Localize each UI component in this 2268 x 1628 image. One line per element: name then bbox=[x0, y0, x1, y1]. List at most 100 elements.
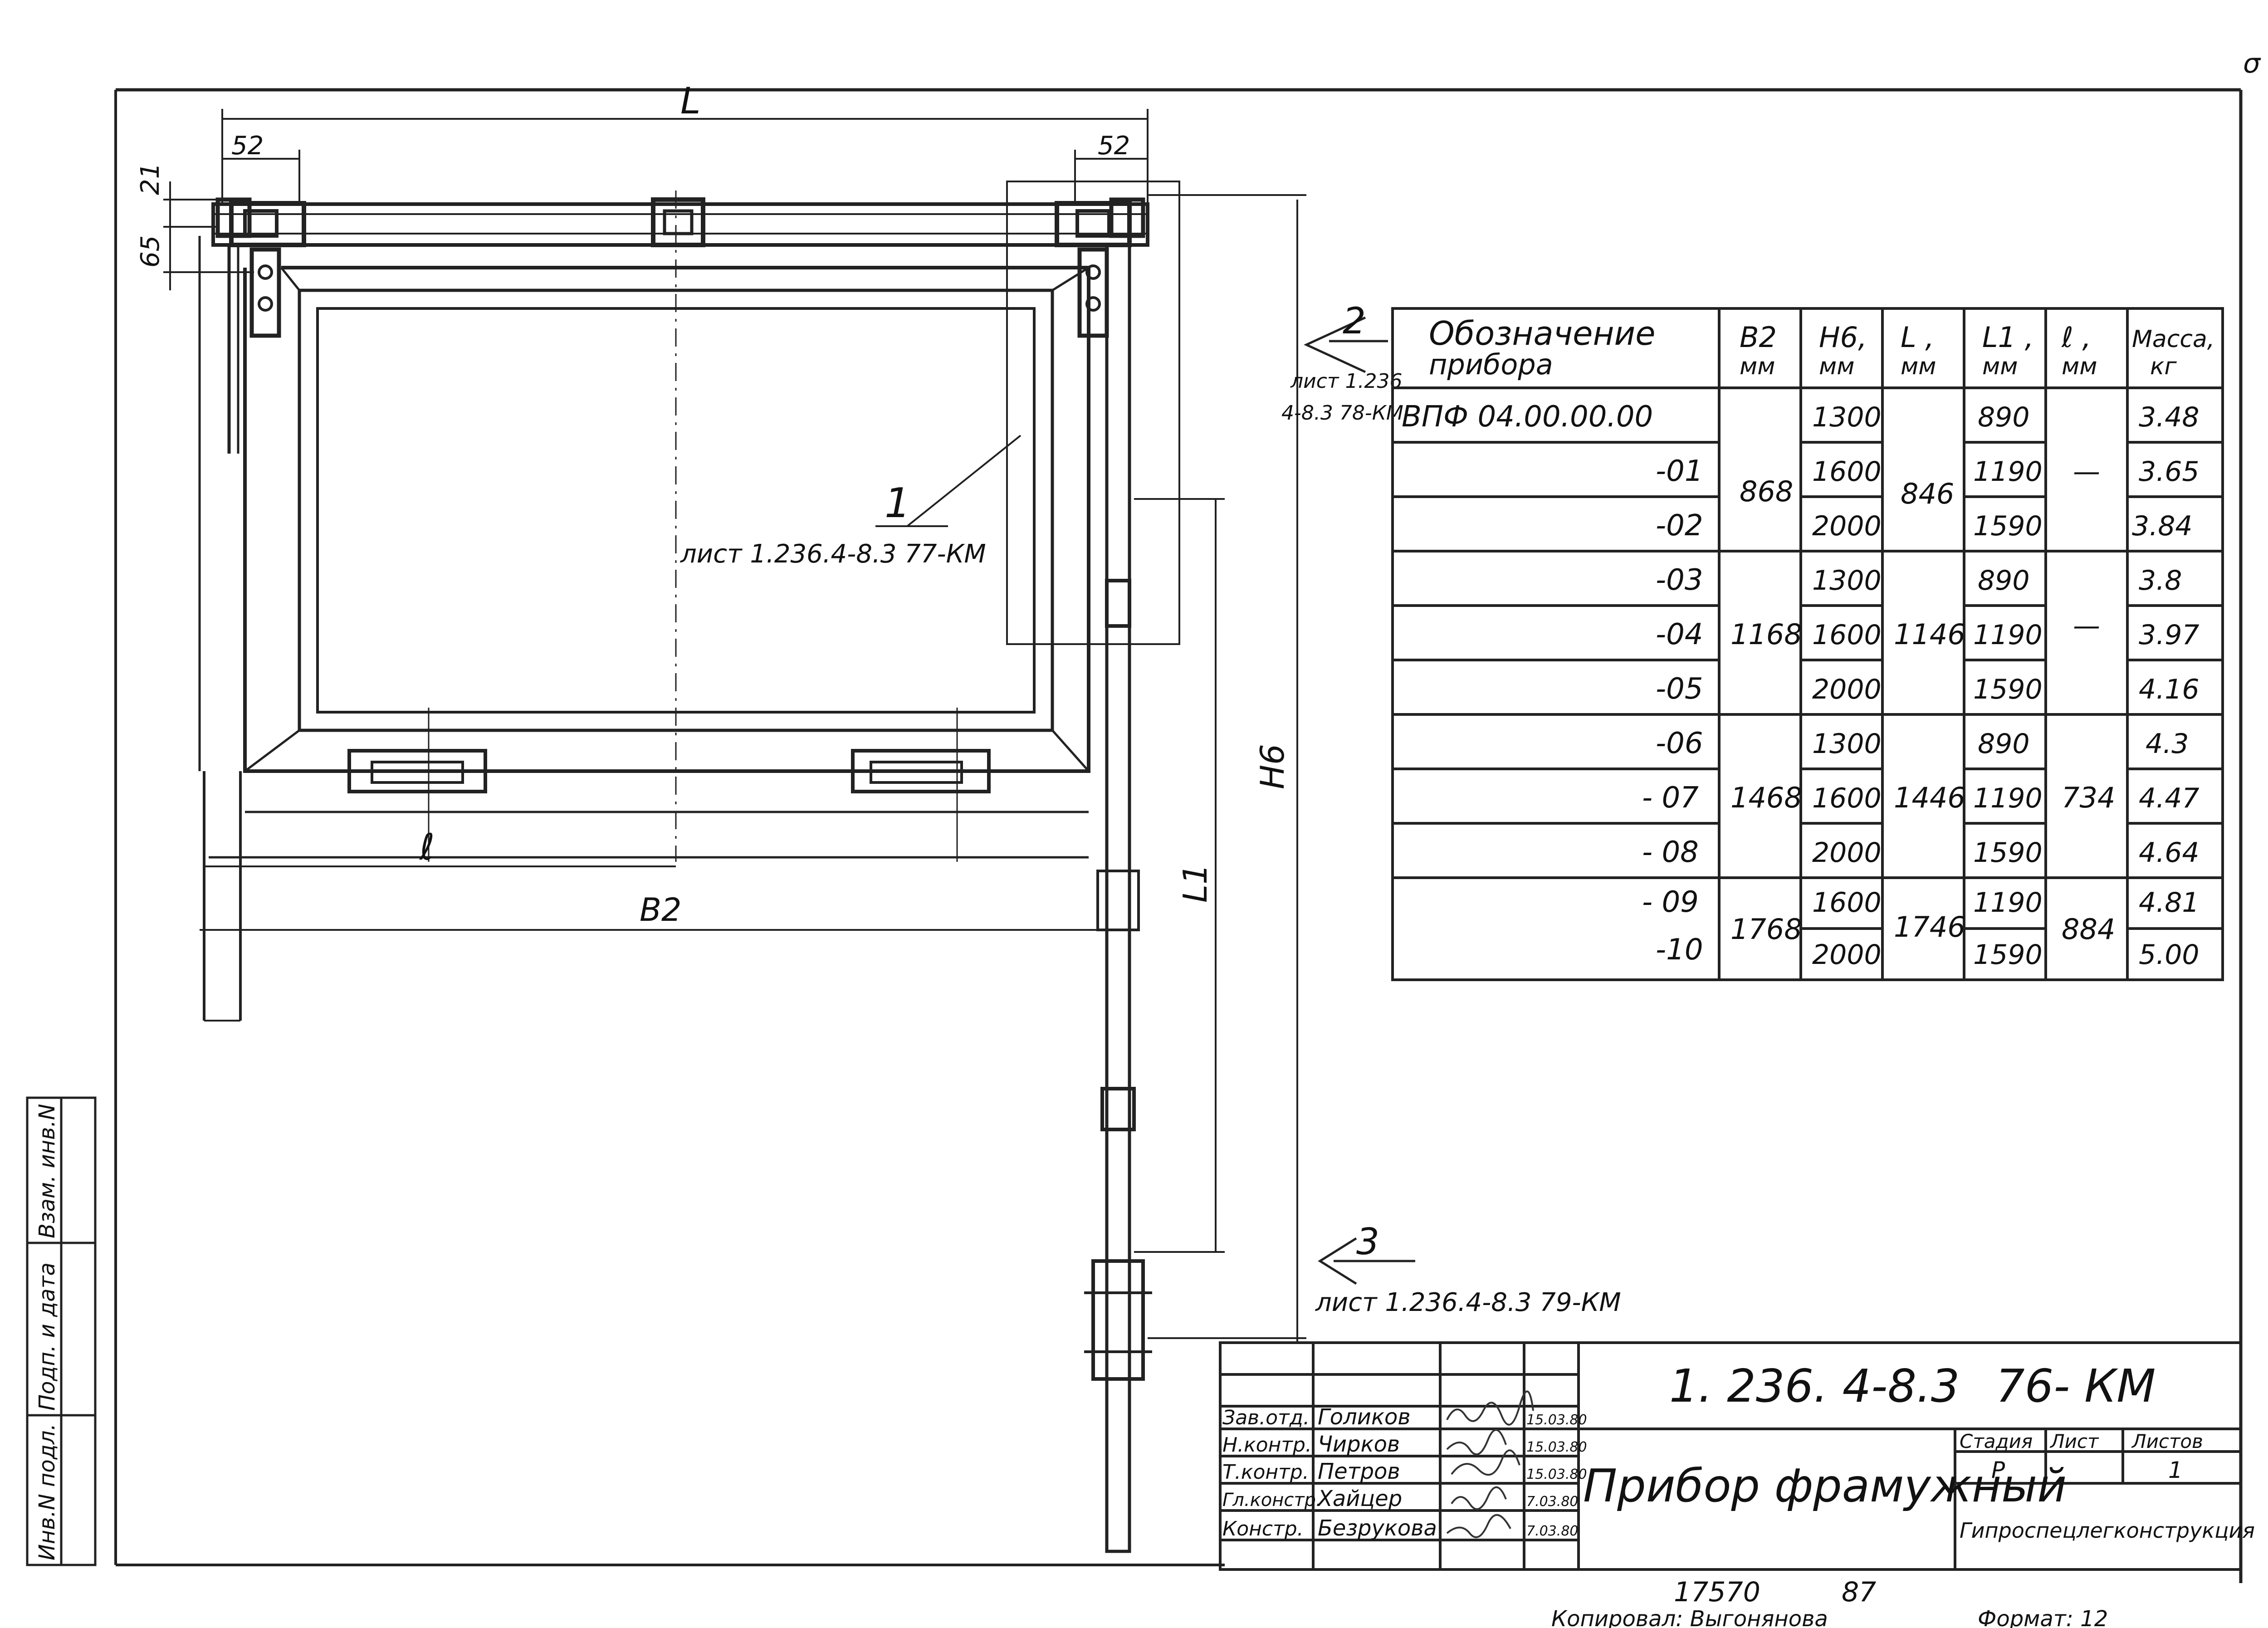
row-5-designation: -05 bbox=[1656, 672, 1703, 706]
hdr-mass-2: кг bbox=[2150, 353, 2177, 380]
role-4: Констр. bbox=[1222, 1517, 1304, 1540]
footer-format: Формат: 12 bbox=[1978, 1606, 2108, 1628]
hdr-l1-1: L1 , bbox=[1982, 321, 2033, 354]
date-2: 15.03.80 bbox=[1526, 1467, 1587, 1482]
row-9-designation: - 09 bbox=[1642, 885, 1699, 919]
hdr-l-2: мм bbox=[1901, 353, 1936, 380]
dim-52-right: 52 bbox=[1098, 131, 1130, 161]
hdr-ell-1: ℓ , bbox=[2061, 321, 2091, 354]
row-10-designation: -10 bbox=[1656, 933, 1703, 967]
sheets-value: 1 bbox=[2168, 1457, 2183, 1483]
hdr-designation-2: прибора bbox=[1429, 348, 1553, 381]
date-0: 15.03.80 bbox=[1526, 1412, 1587, 1428]
group-0-l: 846 bbox=[1901, 477, 1954, 510]
name-2: Петров bbox=[1318, 1459, 1400, 1484]
row-2-h6: 2000 bbox=[1812, 510, 1882, 542]
row-8-h6: 2000 bbox=[1812, 837, 1882, 869]
row-9-l1: 1190 bbox=[1973, 887, 2043, 919]
group-1-ell: — bbox=[2073, 610, 2100, 642]
dim-L: L bbox=[680, 80, 701, 122]
row-4-h6: 1600 bbox=[1812, 619, 1882, 651]
sheet-code: 76- КМ bbox=[1996, 1359, 2156, 1413]
row-7-designation: - 07 bbox=[1642, 781, 1699, 815]
hdr-designation-1: Обозначение bbox=[1429, 314, 1656, 352]
row-10-h6: 2000 bbox=[1812, 939, 1882, 971]
hdr-b2-2: мм bbox=[1740, 353, 1775, 380]
dim-65: 65 bbox=[136, 235, 165, 268]
callout-3-number: 3 bbox=[1356, 1221, 1379, 1263]
group-3-ell: 884 bbox=[2062, 913, 2115, 946]
spec-table-header: Обозначение прибора В2 мм Н6, мм L , мм … bbox=[1429, 314, 2214, 381]
callout-2 bbox=[1304, 316, 1388, 373]
spec-table-body: ВПФ 04.00.00.00 1300 890 3.48 -01 1600 1… bbox=[1402, 400, 2200, 971]
row-8-l1: 1590 bbox=[1973, 837, 2043, 869]
row-9-mass: 4.81 bbox=[2139, 887, 2200, 919]
side-stamp-podp-data: Подп. и дата bbox=[34, 1262, 60, 1411]
dimension-lines bbox=[163, 109, 1306, 1343]
hdr-h6-1: Н6, bbox=[1819, 321, 1867, 354]
footer-year: 87 bbox=[1842, 1576, 1876, 1608]
title-block-grid bbox=[1219, 1341, 2242, 1571]
spec-table-grid bbox=[1391, 307, 2224, 981]
group-3-b2: 1768 bbox=[1730, 913, 1802, 946]
name-3: Хайцер bbox=[1316, 1486, 1402, 1511]
right-handle bbox=[851, 749, 991, 793]
name-4: Безрукова bbox=[1318, 1516, 1437, 1541]
sheets-header: Листов bbox=[2131, 1430, 2203, 1452]
callout-3 bbox=[1318, 1237, 1415, 1285]
left-bracket bbox=[249, 247, 281, 338]
row-3-l1: 890 bbox=[1978, 565, 2030, 596]
corner-mark: σ bbox=[2243, 48, 2261, 79]
row-0-mass: 3.48 bbox=[2139, 401, 2200, 433]
group-3-l: 1746 bbox=[1894, 910, 1965, 944]
callout-1-number: 1 bbox=[885, 479, 910, 527]
row-7-mass: 4.47 bbox=[2139, 782, 2200, 814]
row-4-mass: 3.97 bbox=[2139, 619, 2200, 651]
row-10-l1: 1590 bbox=[1973, 939, 2043, 971]
left-hinge-block bbox=[229, 201, 306, 247]
row-7-h6: 1600 bbox=[1812, 782, 1882, 814]
role-1: Н.контр. bbox=[1222, 1433, 1312, 1457]
row-2-designation: -02 bbox=[1656, 509, 1703, 543]
stage-value: Р bbox=[1991, 1457, 2005, 1483]
drawing-code: 1. 236. 4-8.3 bbox=[1669, 1359, 1960, 1413]
sheet-header: Лист bbox=[2049, 1430, 2099, 1452]
group-2-b2: 1468 bbox=[1730, 781, 1802, 814]
dim-52-left: 52 bbox=[231, 131, 264, 161]
dim-ell: ℓ bbox=[419, 826, 435, 868]
rod-end-fitting bbox=[1091, 1259, 1145, 1381]
side-stamp-grid bbox=[26, 1096, 97, 1566]
row-6-l1: 890 bbox=[1978, 728, 2030, 760]
callout-3-ref: лист 1.236.4-8.3 79-КМ bbox=[1315, 1288, 1621, 1317]
window-frame bbox=[243, 266, 1090, 773]
right-hinge-block bbox=[1055, 201, 1132, 247]
row-5-h6: 2000 bbox=[1812, 674, 1882, 705]
rod-coupling-1 bbox=[1105, 579, 1131, 628]
dim-B2: В2 bbox=[640, 891, 682, 929]
date-3: 7.03.80 bbox=[1526, 1494, 1579, 1510]
row-1-l1: 1190 bbox=[1973, 456, 2043, 488]
dim-21: 21 bbox=[136, 163, 165, 195]
group-2-ell: 734 bbox=[2062, 781, 2115, 814]
group-0-ell: — bbox=[2073, 456, 2100, 488]
hdr-mass-1: Масса, bbox=[2132, 326, 2214, 353]
row-3-mass: 3.8 bbox=[2139, 565, 2182, 596]
title-block-text: 1. 236. 4-8.3 76- КМ Прибор фрамужный Ст… bbox=[1222, 1359, 2255, 1543]
center-hinge-block bbox=[651, 197, 705, 247]
group-0-b2: 868 bbox=[1740, 475, 1793, 508]
row-0-designation: ВПФ 04.00.00.00 bbox=[1402, 400, 1653, 434]
left-handle bbox=[347, 749, 487, 793]
callout-2-ref-line1: лист 1.236 bbox=[1290, 370, 1403, 393]
hdr-b2-1: В2 bbox=[1740, 321, 1777, 354]
callout-1-ref: лист 1.236.4-8.3 77-КМ bbox=[680, 539, 986, 569]
row-2-l1: 1590 bbox=[1973, 510, 2043, 542]
row-1-h6: 1600 bbox=[1812, 456, 1882, 488]
footer-copied-by: Копировал: Выгонянова bbox=[1551, 1606, 1828, 1628]
row-8-mass: 4.64 bbox=[2139, 837, 2200, 869]
rod-coupling-2 bbox=[1100, 1087, 1136, 1131]
row-4-designation: -04 bbox=[1656, 618, 1703, 651]
row-0-l1: 890 bbox=[1978, 401, 2030, 433]
callout-1: 1 лист 1.236.4-8.3 77-КМ bbox=[680, 479, 986, 569]
stage-header: Стадия bbox=[1960, 1430, 2033, 1452]
